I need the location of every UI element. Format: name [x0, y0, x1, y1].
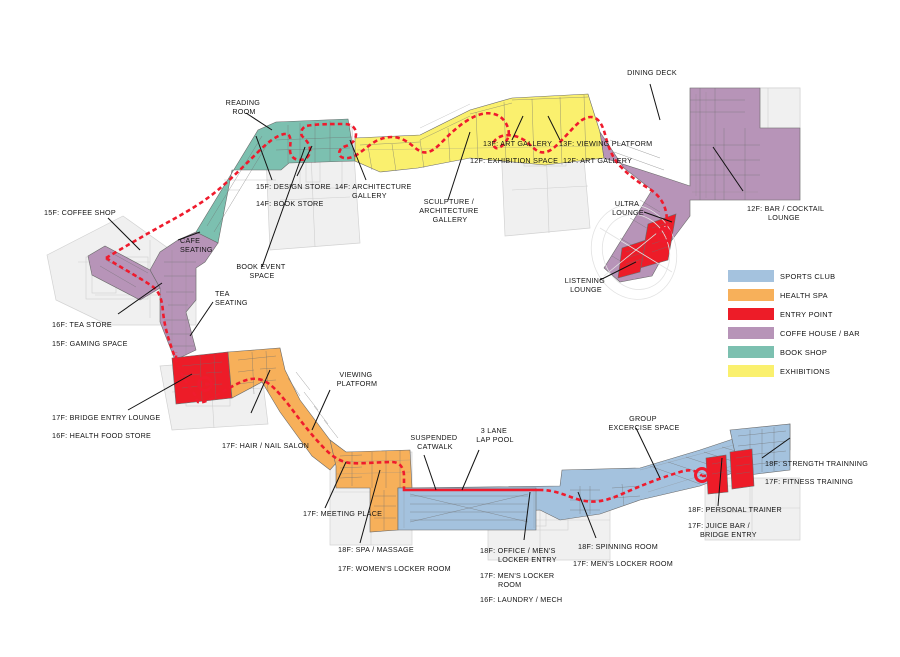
- label-bar-cocktail-lounge: 12F: BAR / COCKTAIL LOUNGE: [747, 204, 826, 222]
- label-gaming-space: 15F: GAMING SPACE: [52, 339, 128, 348]
- legend-item-sports-club: SPORTS CLUB: [728, 270, 835, 282]
- label-design-store: 15F: DESIGN STORE: [256, 182, 331, 191]
- label-office-locker-entry: 18F: OFFICE / MEN'S LOCKER ENTRY: [480, 546, 558, 564]
- label-book-store: 14F: BOOK STORE: [256, 199, 324, 208]
- label-coffee-shop: 15F: COFFEE SHOP: [44, 208, 116, 217]
- label-tea-store: 16F: TEA STORE: [52, 320, 112, 329]
- legend: SPORTS CLUB HEALTH SPA ENTRY POINT COFFE…: [728, 270, 860, 377]
- legend-label-sports-club: SPORTS CLUB: [780, 272, 835, 281]
- label-mens-locker-room: 17F: MEN'S LOCKER ROOM: [573, 559, 673, 568]
- label-spa-massage: 18F: SPA / MASSAGE: [338, 545, 414, 554]
- label-dining-deck: DINING DECK: [627, 68, 677, 77]
- legend-swatch-coffee-house-bar: [728, 327, 774, 339]
- entry-marker-listening: [656, 227, 672, 243]
- label-spinning-room: 18F: SPINNING ROOM: [578, 542, 658, 551]
- legend-swatch-health-spa: [728, 289, 774, 301]
- label-art-gallery-13: 13F: ART GALLERY: [483, 139, 552, 148]
- leader-lines: [107, 83, 791, 544]
- label-book-event-space: BOOK EVENT SPACE: [236, 262, 287, 280]
- entry-marker-juice-bar: [694, 467, 710, 483]
- legend-swatch-exhibitions: [728, 365, 774, 377]
- entry-markers: [197, 227, 710, 483]
- label-listening-lounge: LISTENING LOUNGE: [565, 276, 607, 294]
- label-mens-locker-room-17: 17F: MEN'S LOCKER ROOM: [480, 571, 557, 589]
- label-laundry-mech: 16F: LAUNDRY / MECH: [480, 595, 562, 604]
- label-group-exercise-space: GROUP EXCERCISE SPACE: [608, 414, 679, 432]
- label-juice-bar: 17F: JUICE BAR / BRIDGE ENTRY: [688, 521, 757, 539]
- label-womens-locker-room: 17F: WOMEN'S LOCKER ROOM: [338, 564, 451, 573]
- label-strength-training: 18F: STRENGTH TRAINNING: [765, 459, 868, 468]
- legend-item-health-spa: HEALTH SPA: [728, 289, 828, 301]
- label-exhibition-space-12: 12F: EXHIBITION SPACE: [470, 156, 558, 165]
- entry-marker-bridge: [197, 376, 213, 392]
- label-tea-seating: TEA SEATING: [215, 289, 248, 307]
- legend-item-book-shop: BOOK SHOP: [728, 346, 827, 358]
- label-reading-room: READING ROOM: [226, 98, 263, 116]
- label-sculpture-gallery: SCULPTURE / ARCHITECTURE GALLERY: [419, 197, 481, 224]
- label-bridge-entry-lounge: 17F: BRIDGE ENTRY LOUNGE: [52, 413, 160, 422]
- legend-label-coffee-house-bar: COFFE HOUSE / BAR: [780, 329, 860, 338]
- label-health-food-store: 16F: HEALTH FOOD STORE: [52, 431, 151, 440]
- entry-zone-juice-bar: [705, 448, 755, 495]
- label-meeting-place: 17F: MEETING PLACE: [303, 509, 382, 518]
- label-personal-trainer: 18F: PERSONAL TRAINER: [688, 505, 782, 514]
- label-fitness-training: 17F: FITNESS TRAINING: [765, 477, 853, 486]
- circulation-route-upper: [105, 111, 669, 260]
- label-hair-nail-salon: 17F: HAIR / NAIL SALON: [222, 441, 309, 450]
- legend-swatch-entry-point: [728, 308, 774, 320]
- label-art-gallery-12: 12F: ART GALLERY: [563, 156, 632, 165]
- label-architecture-gallery: 14F: ARCHITECTURE GALLERY: [335, 182, 414, 200]
- label-cafe-seating: CAFE SEATING: [180, 236, 213, 254]
- entry-zone-listening-lounge: [617, 213, 677, 279]
- label-ultra-lounge: ULTRA LOUNGE: [612, 199, 644, 217]
- legend-label-exhibitions: EXHIBITIONS: [780, 367, 830, 376]
- legend-label-entry-point: ENTRY POINT: [780, 310, 833, 319]
- legend-item-entry-point: ENTRY POINT: [728, 308, 833, 320]
- legend-label-book-shop: BOOK SHOP: [780, 348, 827, 357]
- label-viewing-platform: VIEWING PLATFORM: [337, 370, 378, 388]
- label-lap-pool: 3 LANE LAP POOL: [476, 426, 513, 444]
- diagram-labels: READING ROOM 15F: DESIGN STORE 14F: BOOK…: [44, 68, 868, 604]
- legend-swatch-sports-club: [728, 270, 774, 282]
- legend-item-coffee-house-bar: COFFE HOUSE / BAR: [728, 327, 860, 339]
- circulation-route: [105, 256, 706, 503]
- legend-item-exhibitions: EXHIBITIONS: [728, 365, 830, 377]
- label-suspended-catwalk: SUSPENDED CATWALK: [410, 433, 459, 451]
- label-viewing-platform-13: 13F: VIEWING PLATFORM: [559, 139, 652, 148]
- zone-sports-club: [397, 423, 791, 531]
- legend-label-health-spa: HEALTH SPA: [780, 291, 828, 300]
- zone-book-shop: [195, 118, 356, 244]
- legend-swatch-book-shop: [728, 346, 774, 358]
